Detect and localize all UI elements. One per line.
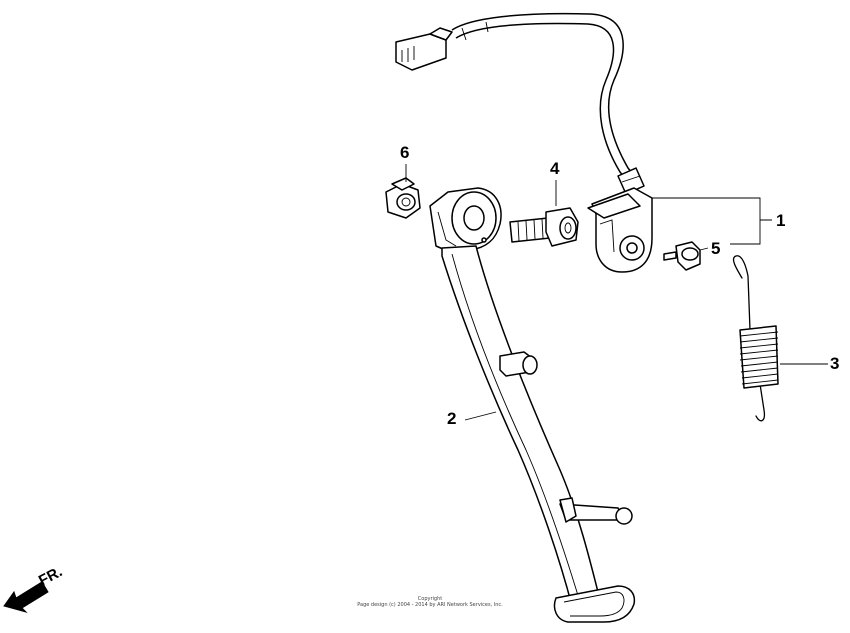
copyright-footer: Copyright Page design (c) 2004 - 2014 by…: [300, 596, 560, 608]
callout-6: 6: [400, 143, 409, 162]
front-arrow-icon: [3, 581, 49, 613]
copyright-line-1: Copyright: [417, 596, 443, 602]
leader-lines: [405, 164, 828, 421]
sidestand-part[interactable]: [429, 187, 636, 623]
callout-1: 1: [776, 211, 785, 230]
callout-3: 3: [830, 354, 839, 373]
callout-2: 2: [447, 409, 456, 428]
front-direction-indicator: FR.: [3, 563, 65, 613]
callout-4: 4: [550, 159, 560, 178]
callout-5: 5: [711, 239, 720, 258]
sidestand-switch-part[interactable]: [395, 12, 653, 273]
pivot-bolt-part[interactable]: [509, 207, 579, 247]
return-spring-part[interactable]: [732, 255, 779, 422]
switch-bolt-part[interactable]: [663, 241, 701, 271]
wire-connector: [395, 27, 453, 71]
copyright-line-2: Page design (c) 2004 - 2014 by ARI Netwo…: [357, 602, 503, 608]
nut-part[interactable]: [385, 177, 421, 219]
